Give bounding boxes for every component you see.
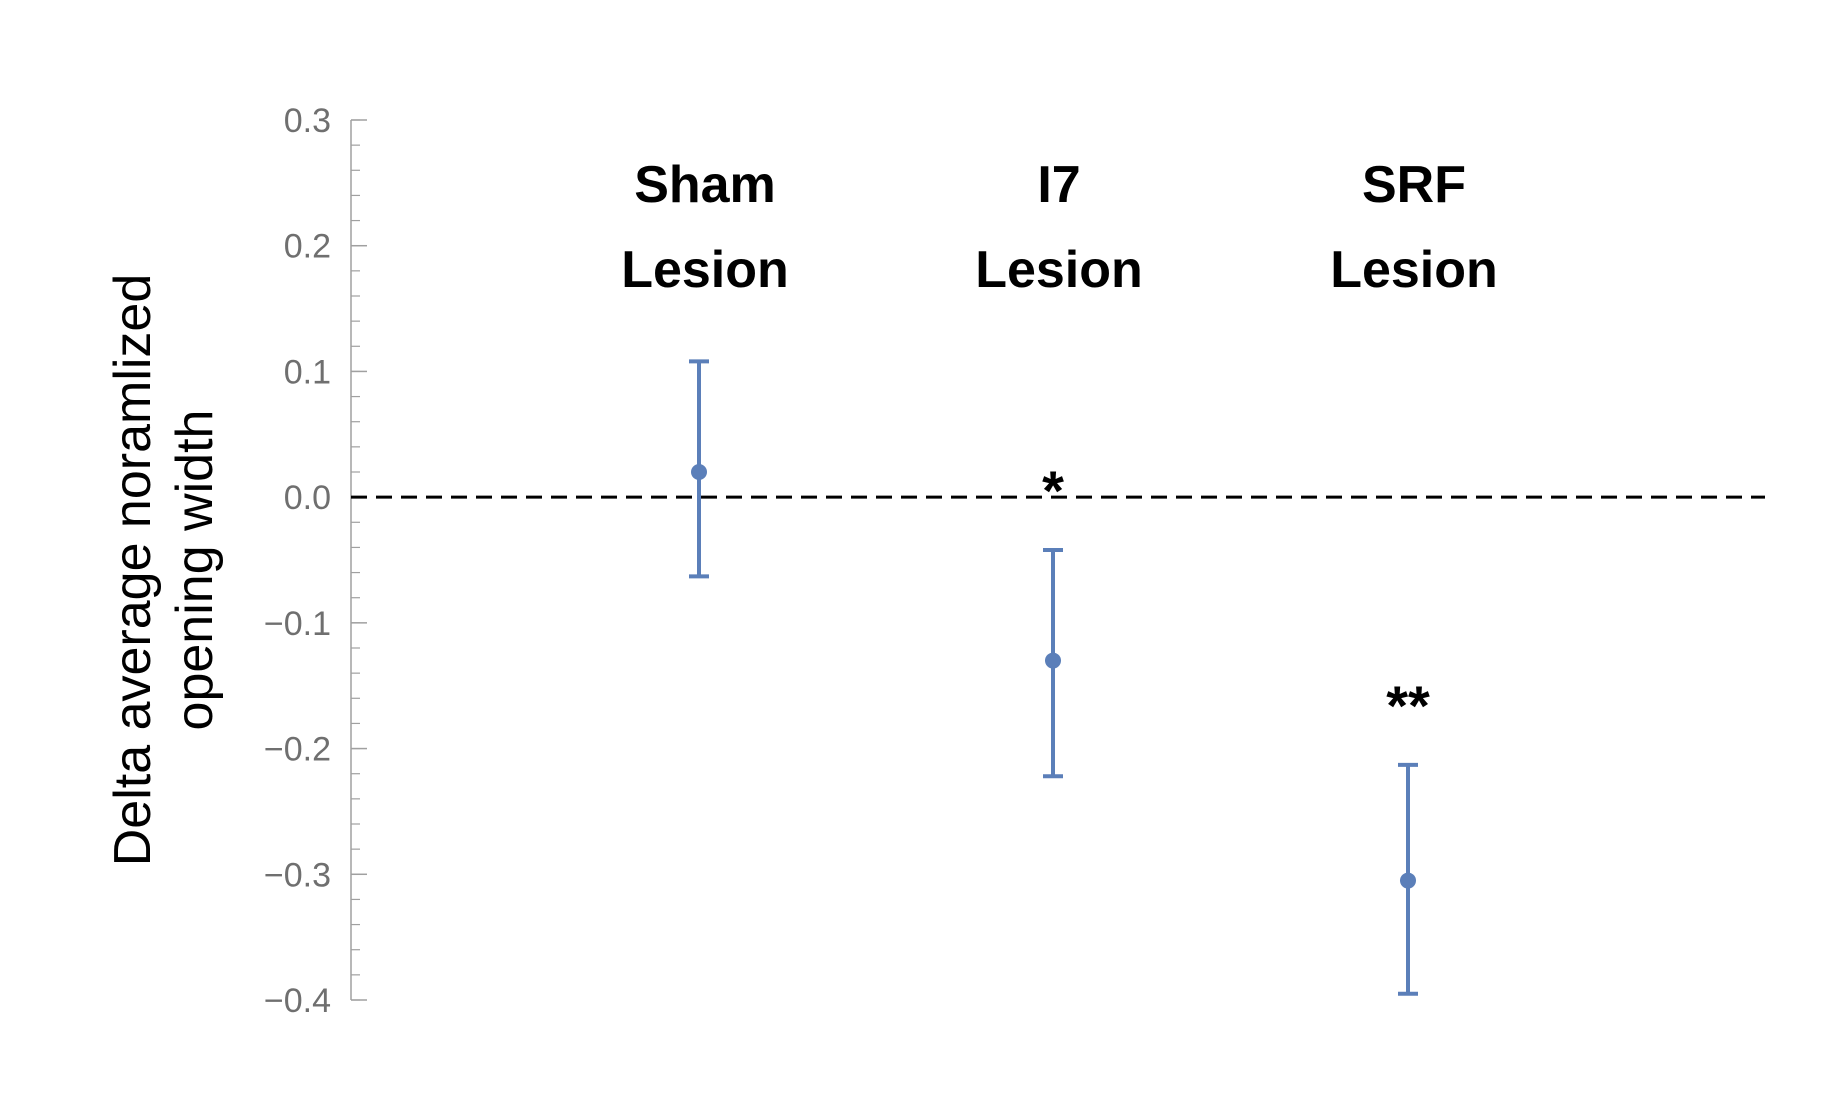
group-label: SRF (1362, 156, 1466, 214)
group-label: Lesion (621, 241, 789, 299)
y-tick-label: −0.2 (264, 731, 331, 769)
significance-marker: * (1042, 459, 1064, 522)
group-label: Lesion (1330, 241, 1498, 299)
y-axis-title-line: opening width (166, 410, 224, 731)
y-tick-label: 0.2 (284, 228, 331, 266)
y-tick-label: −0.4 (264, 982, 331, 1020)
significance-marker: ** (1386, 674, 1430, 737)
group-3: SRF Lesion ** (1330, 156, 1498, 996)
mean-point (1045, 652, 1061, 669)
y-tick-label: 0.1 (284, 353, 331, 391)
y-tick-label: −0.1 (264, 605, 331, 643)
y-axis-title-line: Delta average noramlized (104, 274, 162, 867)
group-label: Sham (634, 156, 776, 214)
y-axis: 0.3 0.2 0.1 0.0 −0.1 −0.2 −0.3 −0.4 (264, 102, 367, 1020)
y-tick-label: 0.3 (284, 102, 331, 140)
group-label: I7 (1037, 156, 1080, 214)
group-label: Lesion (975, 241, 1143, 299)
mean-point (691, 464, 707, 480)
y-tick-label: −0.3 (264, 856, 331, 894)
y-tick-label: 0.0 (284, 479, 331, 517)
mean-point (1400, 872, 1416, 889)
